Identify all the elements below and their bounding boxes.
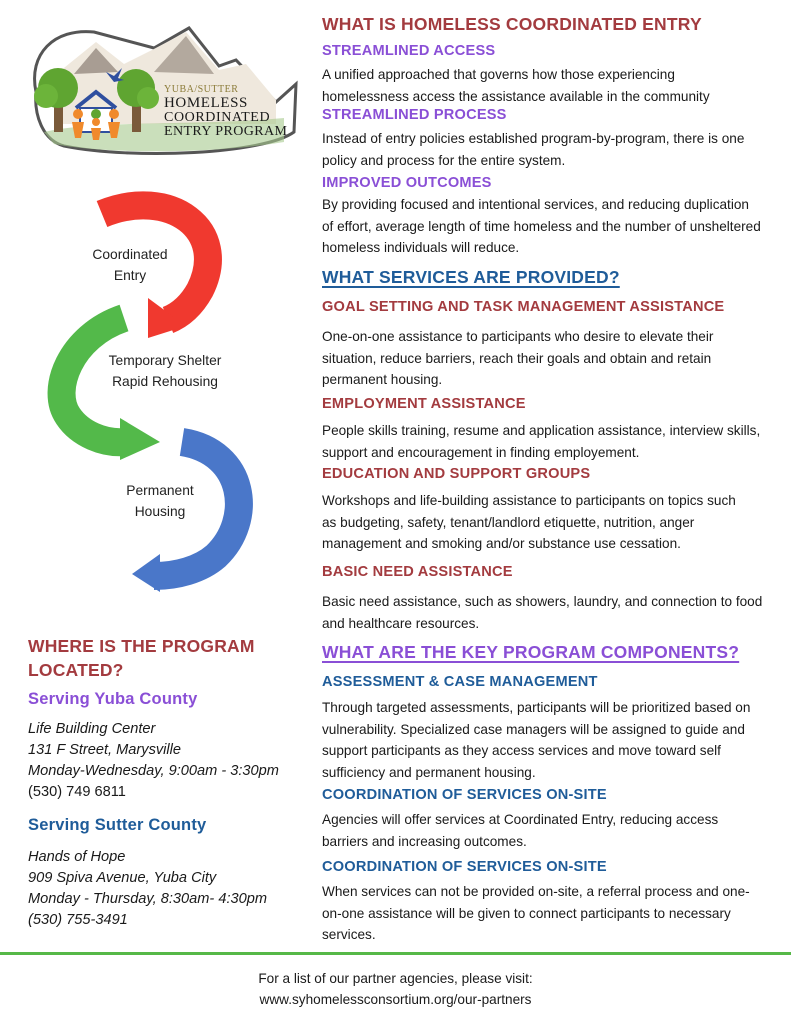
- text-line: management and smoking and/or substance …: [322, 536, 681, 551]
- sutter-line: Monday - Thursday, 8:30am- 4:30pm: [28, 891, 268, 907]
- location-heading-line-1: WHERE IS THE PROGRAM: [28, 636, 255, 656]
- text-line: of effort, average length of time homele…: [322, 218, 761, 234]
- improved-outcomes-title: IMPROVED OUTCOMES: [322, 175, 492, 191]
- streamlined-process-title: STREAMLINED PROCESS: [322, 107, 507, 123]
- partners-link[interactable]: www.syhomelessconsortium.org/our-partner…: [259, 992, 532, 1007]
- text-line: policy and process for the entire system…: [322, 152, 566, 168]
- yuba-county-title: Serving Yuba County: [28, 690, 198, 708]
- streamlined-access-title: STREAMLINED ACCESS: [322, 43, 496, 59]
- text-line: vulnerability. Specialized case managers…: [322, 721, 745, 737]
- yuba-line: Life Building Center: [28, 721, 156, 737]
- streamlined-process-text: Instead of entry policies established pr…: [322, 128, 744, 171]
- text-line: A unified approached that governs how th…: [322, 67, 675, 82]
- text-line: as budgeting, safety, tenant/landlord et…: [322, 514, 695, 530]
- stage-2-line-2: Rapid Rehousing: [112, 374, 218, 389]
- employment-assistance-text: People skills training, resume and appli…: [322, 420, 760, 463]
- text-line: support and encouragement in finding emp…: [322, 444, 640, 460]
- text-line: One-on-one assistance to participants wh…: [322, 329, 714, 344]
- text-line: barriers and increasing outcomes.: [322, 833, 527, 849]
- footer-text: For a list of our partner agencies, plea…: [258, 971, 533, 986]
- logo-line-1: YUBA/SUTTER: [164, 84, 239, 95]
- basic-need-title: BASIC NEED ASSISTANCE: [322, 564, 513, 580]
- text-line: When services can not be provided on-sit…: [322, 884, 750, 899]
- stage-2-line-1: Temporary Shelter: [108, 353, 222, 368]
- stage-permanent-housing: Permanent Housing: [90, 480, 230, 522]
- text-line: People skills training, resume and appli…: [322, 423, 761, 438]
- text-line: homelessness access the assistance avail…: [322, 88, 710, 104]
- text-line: situation, reduce barriers, reach their …: [322, 350, 712, 366]
- yuba-county-details: Life Building Center 131 F Street, Marys…: [28, 719, 279, 803]
- coordination-referral-title: COORDINATION OF SERVICES ON-SITE: [322, 859, 607, 875]
- services-heading: WHAT SERVICES ARE PROVIDED?: [322, 267, 620, 287]
- education-support-title: EDUCATION AND SUPPORT GROUPS: [322, 466, 591, 482]
- text-line: services.: [322, 927, 376, 942]
- coordinated-entry-arrow: [96, 191, 222, 333]
- sutter-phone: (530) 755-3491: [28, 912, 128, 928]
- goal-setting-title: GOAL SETTING AND TASK MANAGEMENT ASSISTA…: [322, 299, 725, 315]
- yuba-line: Monday-Wednesday, 9:00am - 3:30pm: [28, 763, 279, 779]
- stage-temporary-shelter: Temporary Shelter Rapid Rehousing: [90, 350, 240, 392]
- sutter-line: 909 Spiva Avenue, Yuba City: [28, 870, 217, 886]
- improved-outcomes-text: By providing focused and intentional ser…: [322, 194, 761, 259]
- logo-graphic: [33, 26, 298, 156]
- location-heading-line-2: LOCATED?: [28, 660, 124, 680]
- education-support-text: Workshops and life-building assistance t…: [322, 490, 736, 555]
- text-line: sufficiency and permanent housing.: [322, 764, 536, 780]
- footer: For a list of our partner agencies, plea…: [0, 968, 791, 1010]
- goal-setting-text: One-on-one assistance to participants wh…: [322, 326, 713, 391]
- coordination-onsite-title: COORDINATION OF SERVICES ON-SITE: [322, 787, 607, 803]
- text-line: By providing focused and intentional ser…: [322, 197, 749, 212]
- streamlined-access-text: A unified approached that governs how th…: [322, 64, 710, 107]
- logo-line-4: ENTRY PROGRAM: [164, 124, 288, 139]
- what-is-heading: WHAT IS HOMELESS COORDINATED ENTRY: [322, 14, 702, 34]
- basic-need-text: Basic need assistance, such as showers, …: [322, 591, 762, 634]
- stage-coordinated-entry: Coordinated Entry: [60, 244, 200, 286]
- coordination-onsite-text: Agencies will offer services at Coordina…: [322, 809, 718, 852]
- text-line: Through targeted assessments, participan…: [322, 700, 751, 715]
- assessment-text: Through targeted assessments, participan…: [322, 697, 750, 783]
- coordination-referral-text: When services can not be provided on-sit…: [322, 881, 750, 946]
- yuba-phone: (530) 749 6811: [28, 784, 126, 800]
- logo-line-2: HOMELESS: [164, 95, 248, 111]
- yuba-line: 131 F Street, Marysville: [28, 742, 182, 758]
- entry-cycle-diagram: [47, 191, 253, 592]
- text-line: on-one assistance will be given to conne…: [322, 905, 731, 921]
- text-line: and healthcare resources.: [322, 615, 480, 631]
- temporary-shelter-arrow: [47, 304, 130, 457]
- logo-line-3: COORDINATED: [164, 110, 271, 125]
- sutter-line: Hands of Hope: [28, 849, 126, 865]
- sutter-county-title: Serving Sutter County: [28, 816, 207, 834]
- sutter-county-details: Hands of Hope 909 Spiva Avenue, Yuba Cit…: [28, 847, 267, 931]
- stage-1-line-1: Coordinated: [92, 247, 168, 262]
- location-heading: WHERE IS THE PROGRAM LOCATED?: [28, 634, 255, 682]
- text-line: support participants as they access serv…: [322, 743, 721, 758]
- stage-3-line-1: Permanent: [126, 483, 194, 498]
- stage-3-line-2: Housing: [134, 504, 186, 519]
- stage-1-line-2: Entry: [113, 268, 147, 283]
- employment-assistance-title: EMPLOYMENT ASSISTANCE: [322, 396, 526, 412]
- text-line: Basic need assistance, such as showers, …: [322, 594, 763, 609]
- assessment-title: ASSESSMENT & CASE MANAGEMENT: [322, 674, 598, 690]
- text-line: Workshops and life-building assistance t…: [322, 493, 736, 508]
- text-line: Agencies will offer services at Coordina…: [322, 812, 719, 827]
- permanent-housing-arrow: [153, 428, 253, 590]
- text-line: permanent housing.: [322, 372, 443, 387]
- footer-rule: [0, 952, 791, 955]
- text-line: homeless individuals will reduce.: [322, 240, 520, 255]
- text-line: Instead of entry policies established pr…: [322, 131, 745, 146]
- program-logo: YUBA/SUTTER HOMELESS COORDINATED ENTRY P…: [14, 14, 304, 162]
- components-heading: WHAT ARE THE KEY PROGRAM COMPONENTS?: [322, 642, 740, 662]
